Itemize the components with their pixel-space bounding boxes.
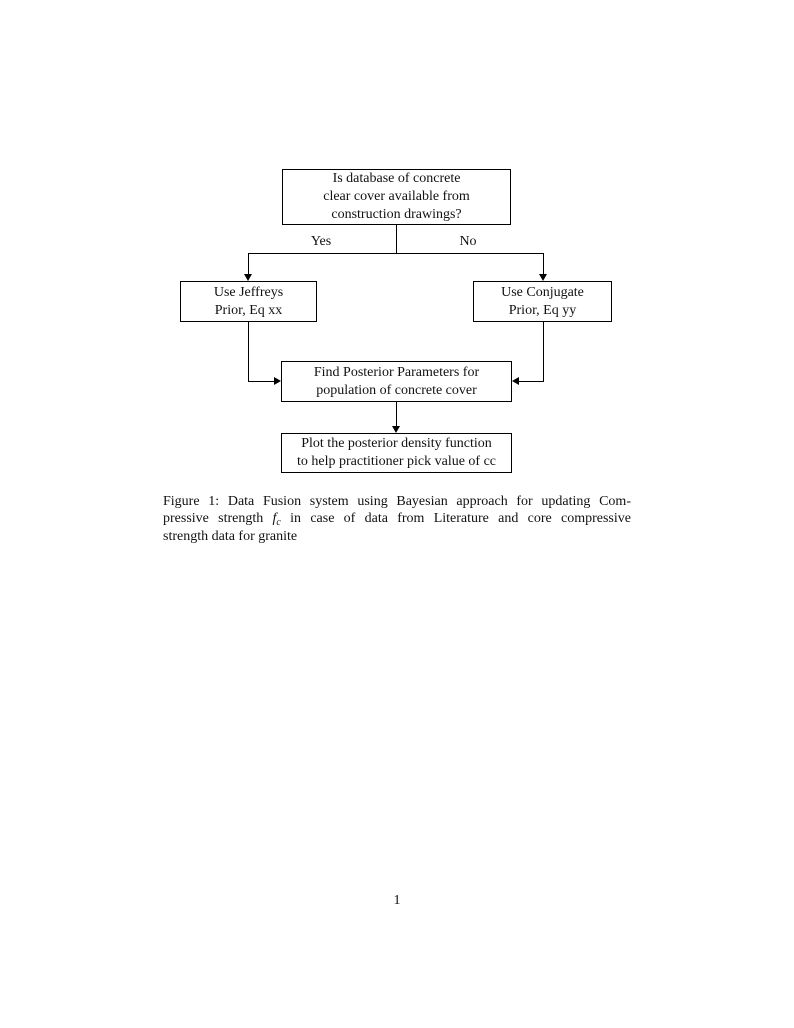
figure-caption: Figure 1: Data Fusion system using Bayes… xyxy=(163,493,631,545)
arrowhead-down-icon xyxy=(539,274,547,281)
conjugate-box-text: Use Conjugate Prior, Eq yy xyxy=(501,284,584,318)
connector-branch-horizontal xyxy=(248,253,544,254)
jeffreys-box-text: Use Jeffreys Prior, Eq xx xyxy=(213,284,284,318)
connector-left-vertical xyxy=(248,321,249,382)
arrowhead-down-icon xyxy=(244,274,252,281)
question-box-text: Is database of concrete clear cover avai… xyxy=(323,171,470,222)
flowchart-box-question: Is database of concrete clear cover avai… xyxy=(282,169,511,225)
caption-line-2-post: in case of data from Literature and core… xyxy=(280,511,631,527)
plot-box-text: Plot the posterior density function to h… xyxy=(296,436,497,469)
connector-top-vertical xyxy=(396,225,397,254)
fc-subscript: c xyxy=(276,517,281,529)
arrowhead-left-icon xyxy=(512,377,519,385)
arrowhead-down-icon xyxy=(392,426,400,433)
edge-label-no: No xyxy=(459,234,477,249)
fc-math-symbol: fc xyxy=(272,511,281,529)
connector-right-horizontal xyxy=(519,381,544,382)
caption-line-3: strength data for granite xyxy=(163,528,298,544)
connector-no-vertical xyxy=(543,253,544,275)
fc-base: f xyxy=(272,511,277,527)
flowchart-box-jeffreys-prior: Use Jeffreys Prior, Eq xx xyxy=(180,281,317,322)
caption-line-1: Figure 1: Data Fusion system using Bayes… xyxy=(163,494,631,509)
connector-yes-vertical xyxy=(248,253,249,275)
edge-label-yes: Yes xyxy=(310,234,332,249)
arrowhead-right-icon xyxy=(274,377,281,385)
connector-left-horizontal xyxy=(248,381,275,382)
connector-middle-vertical xyxy=(396,402,397,427)
flowchart-box-plot-density: Plot the posterior density function to h… xyxy=(281,433,512,473)
caption-line-2: pressive strength fc in case of data fro… xyxy=(163,510,631,529)
posterior-box-text: Find Posterior Parameters for population… xyxy=(313,364,480,398)
flowchart-box-conjugate-prior: Use Conjugate Prior, Eq yy xyxy=(473,281,612,322)
page-number: 1 xyxy=(393,893,401,908)
connector-right-vertical xyxy=(543,321,544,382)
caption-line-2-pre: pressive strength xyxy=(163,511,273,527)
flowchart-box-posterior-parameters: Find Posterior Parameters for population… xyxy=(281,361,512,402)
